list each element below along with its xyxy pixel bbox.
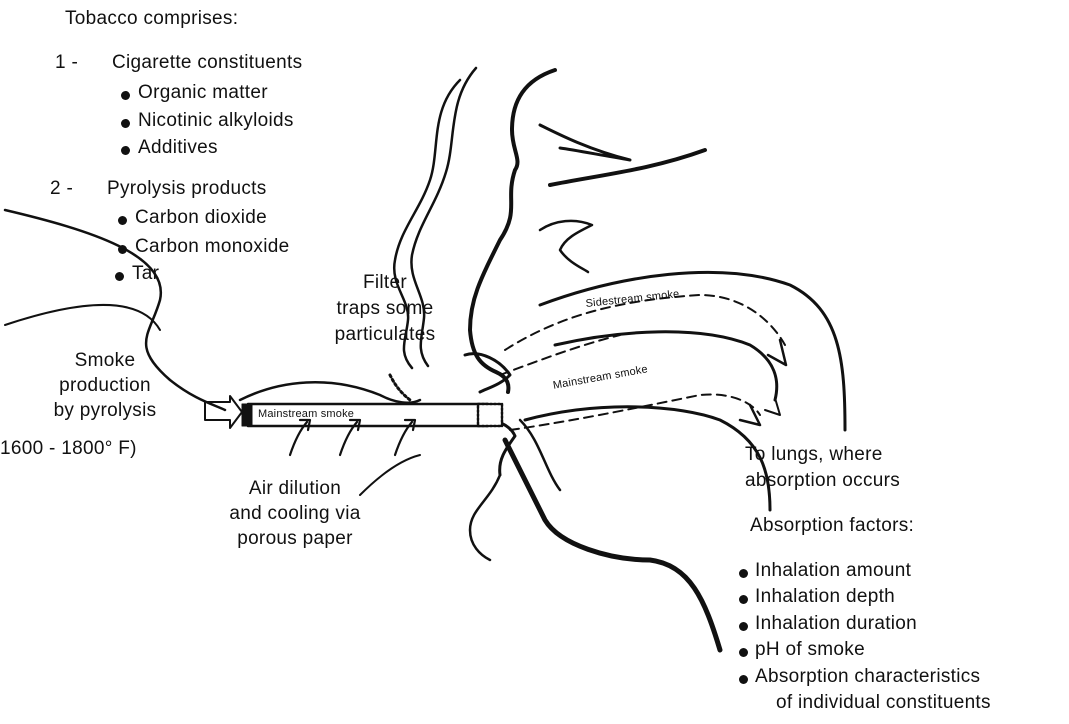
chin-line xyxy=(470,475,500,560)
bullet-icon xyxy=(118,245,127,254)
group-1-number: 1 - xyxy=(55,52,78,74)
to-lungs-label-2: absorption occurs xyxy=(745,470,900,492)
bullet-icon xyxy=(739,675,748,684)
bullet-icon xyxy=(739,569,748,578)
airway-middle xyxy=(555,332,777,400)
absorption-factor-4: pH of smoke xyxy=(755,639,865,661)
group-2-item-3: Tar xyxy=(132,263,159,285)
production-arrow xyxy=(205,396,242,428)
group-1-item-3: Additives xyxy=(138,137,218,159)
production-label-2: production xyxy=(30,375,180,397)
header-title: Tobacco comprises: xyxy=(65,8,238,30)
production-label-4: 1600 - 1800° F) xyxy=(0,438,137,460)
filter-label-2: traps some xyxy=(330,298,440,320)
face-profile xyxy=(470,70,555,392)
nose-outline xyxy=(540,125,630,160)
absorption-factor-3: Inhalation duration xyxy=(755,613,917,635)
cigarette-upper-curve xyxy=(240,382,420,402)
inner-dash-path xyxy=(500,335,620,375)
head-outline-2 xyxy=(411,68,476,366)
group-2-item-1: Carbon dioxide xyxy=(135,207,267,229)
absorption-factors-title: Absorption factors: xyxy=(750,515,914,537)
production-label-3: by pyrolysis xyxy=(30,400,180,422)
mainstream-arrowhead-1 xyxy=(740,405,760,425)
absorption-factor-6: of individual constituents xyxy=(776,692,991,714)
group-1-item-1: Organic matter xyxy=(138,82,268,104)
swirl-line-2 xyxy=(5,305,160,330)
bullet-icon xyxy=(121,119,130,128)
nostril-curve xyxy=(540,221,592,272)
to-lungs-label-1: To lungs, where xyxy=(745,444,883,466)
air-dilution-label-2: and cooling via xyxy=(220,503,370,525)
mainstream-smoke-path xyxy=(510,394,760,430)
group-1-title: Cigarette constituents xyxy=(112,52,302,74)
group-2-title: Pyrolysis products xyxy=(107,178,267,200)
cigarette-filter xyxy=(478,404,502,426)
bullet-icon xyxy=(118,216,127,225)
cheek-curve xyxy=(550,150,705,185)
cigarette-mainstream-label: Mainstream smoke xyxy=(258,408,354,420)
bullet-icon xyxy=(739,648,748,657)
absorption-factor-5: Absorption characteristics xyxy=(755,666,980,688)
filter-label-1: Filter xyxy=(330,272,440,294)
air-dilution-label-1: Air dilution xyxy=(220,478,370,500)
throat-line xyxy=(505,440,720,650)
group-2-item-2: Carbon monoxide xyxy=(135,236,289,258)
group-1-item-2: Nicotinic alkyloids xyxy=(138,110,294,132)
absorption-factor-1: Inhalation amount xyxy=(755,560,911,582)
air-dilution-label-3: porous paper xyxy=(220,528,370,550)
mainstream-arrowhead-2 xyxy=(765,398,780,415)
absorption-factor-2: Inhalation depth xyxy=(755,586,895,608)
bullet-icon xyxy=(739,595,748,604)
bullet-icon xyxy=(739,622,748,631)
group-2-number: 2 - xyxy=(50,178,73,200)
bullet-icon xyxy=(121,91,130,100)
cigarette-tip xyxy=(242,404,252,426)
bullet-icon xyxy=(115,272,124,281)
filter-label-3: particulates xyxy=(330,324,440,346)
filter-pointer xyxy=(390,375,410,400)
bullet-icon xyxy=(121,146,130,155)
production-label-1: Smoke xyxy=(30,350,180,372)
